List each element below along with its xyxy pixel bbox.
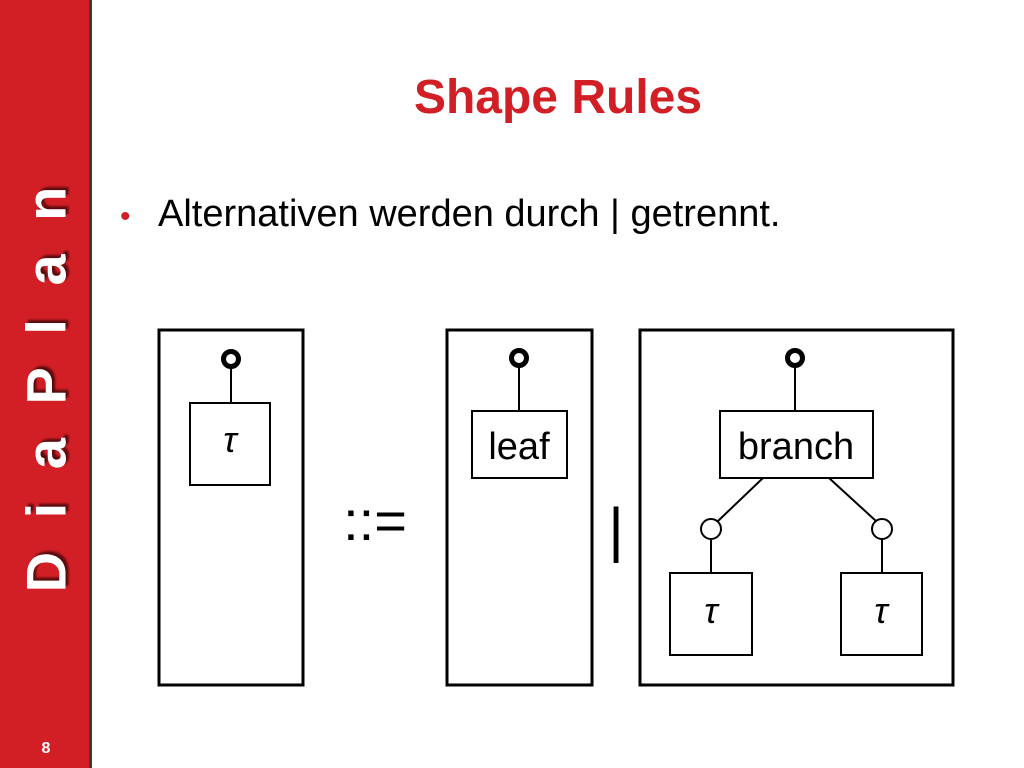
- lhs-node-box: [189, 402, 271, 486]
- alt2-node-box: [719, 410, 874, 479]
- page-number: 8: [41, 740, 51, 757]
- define-symbol: ::=: [343, 489, 407, 552]
- sidebar: D i a P l a n 8: [0, 0, 92, 768]
- alt1-node-box: [471, 410, 568, 479]
- alt2-left-port: [700, 518, 722, 540]
- alt2-edge-right: [828, 477, 877, 522]
- bullet-text: Alternativen werden durch | getrennt.: [158, 193, 781, 235]
- bullet-marker: •: [120, 200, 131, 233]
- alt2-right-child-label: τ: [874, 590, 890, 631]
- alt1-frame: [445, 328, 594, 687]
- alt2-node-label: branch: [738, 426, 854, 468]
- slide-title: Shape Rules: [413, 71, 703, 124]
- alt2-root-port: [785, 348, 805, 368]
- lhs-frame: [157, 328, 305, 687]
- alt1-node-label: leaf: [488, 426, 550, 468]
- alt2-edge-left: [717, 477, 764, 522]
- alternative-separator: |: [608, 496, 624, 563]
- bullet-item: • Alternativen werden durch | getrennt.: [120, 193, 780, 236]
- lhs-root-port: [221, 349, 241, 369]
- alt2-left-child-label: τ: [704, 590, 720, 631]
- alt2-frame: [638, 328, 955, 687]
- alt2-right-child-box: [840, 572, 923, 656]
- alt2-left-child-box: [669, 572, 753, 656]
- lhs-node-label: τ: [223, 419, 239, 460]
- alt1-root-port: [509, 348, 529, 368]
- alt2-right-port: [871, 518, 893, 540]
